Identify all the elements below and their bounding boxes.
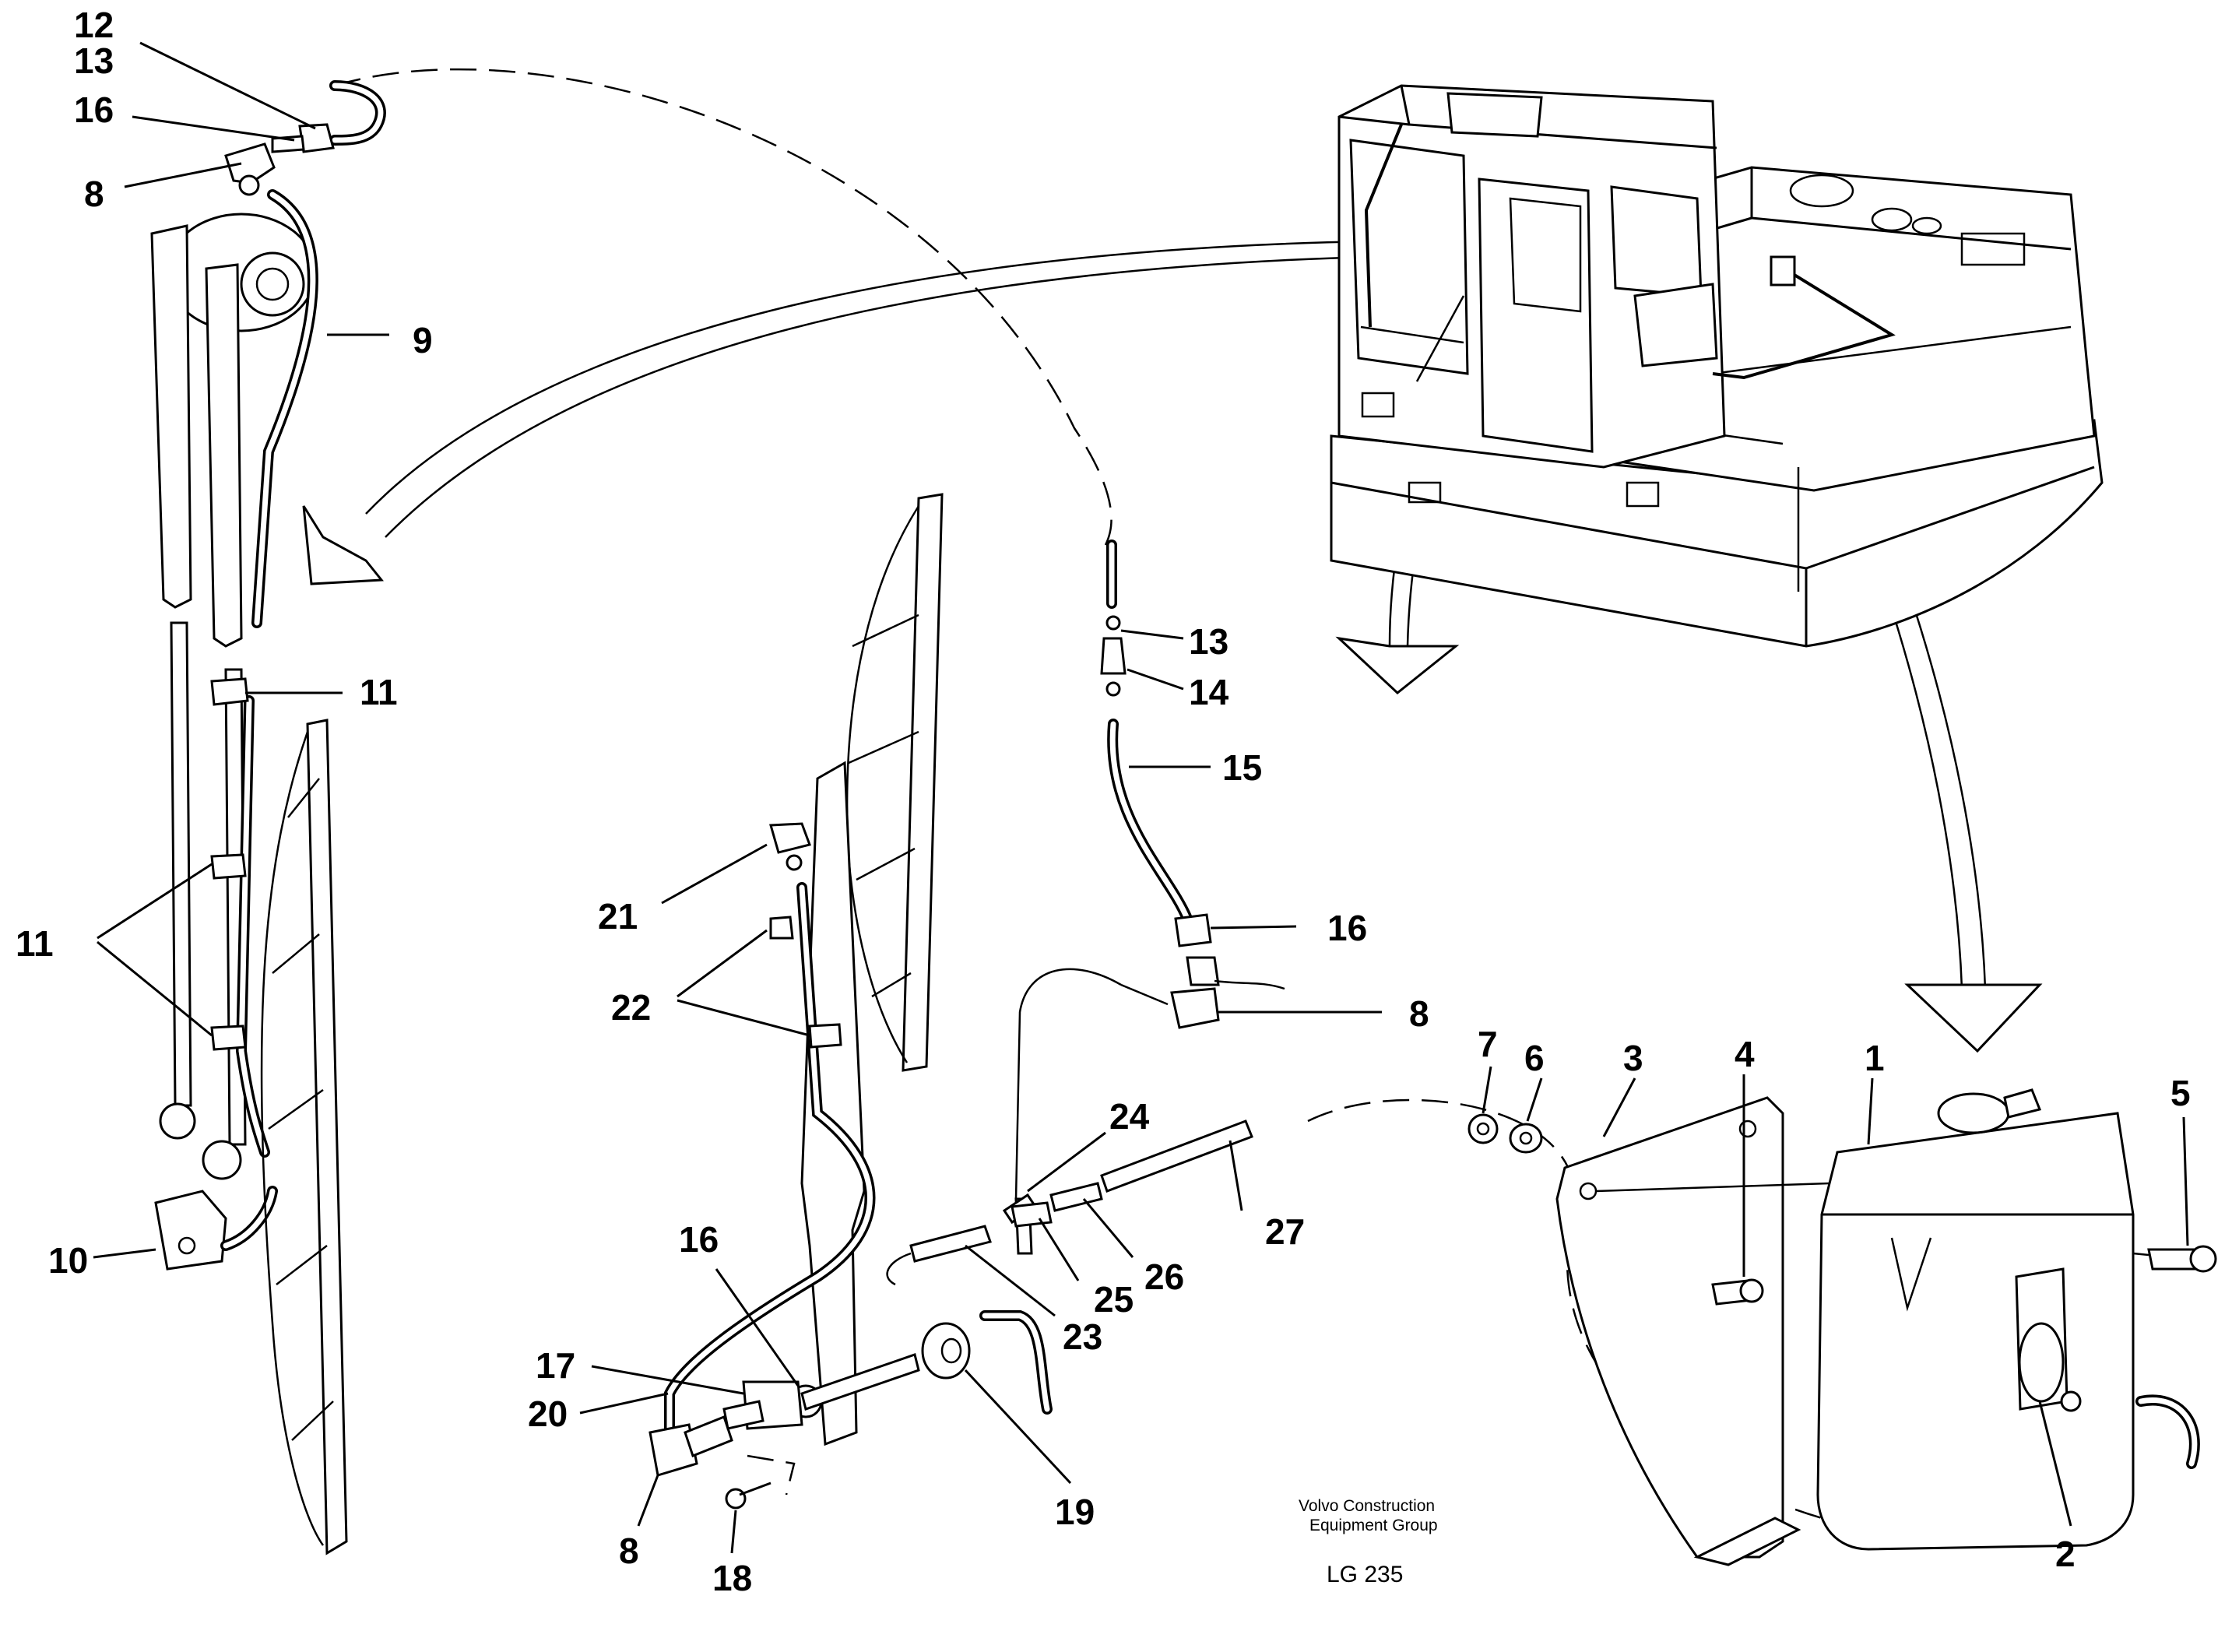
wiper-left-assembly [150,189,348,1555]
label-23: 23 [1063,1316,1102,1357]
hose-tee-group [886,1119,1253,1286]
label-15: 15 [1222,747,1262,788]
label-8-mid: 8 [1409,993,1429,1034]
flow-arc-top [334,68,1112,546]
label-11-upper: 11 [360,672,398,712]
label-1: 1 [1865,1038,1885,1078]
credit-line-2: Equipment Group [1309,1517,1438,1534]
label-24: 24 [1109,1096,1150,1137]
label-17: 17 [536,1345,575,1386]
label-25: 25 [1094,1279,1134,1320]
label-21: 21 [598,896,638,937]
label-19: 19 [1055,1492,1095,1532]
label-12-top: 12 [74,5,114,45]
label-8-low: 8 [619,1531,639,1571]
label-14: 14 [1189,672,1229,712]
label-27: 27 [1265,1211,1305,1252]
label-9: 9 [413,320,433,360]
label-7: 7 [1478,1024,1498,1064]
wiper-center-assembly [649,493,1053,1510]
label-20: 20 [528,1394,568,1434]
label-22: 22 [611,987,651,1028]
flow-arc-bottom [1307,1098,2025,1544]
label-26: 26 [1144,1257,1184,1297]
label-16-mid: 16 [1327,908,1367,948]
figure-code: LG 235 [1327,1562,1403,1587]
excavator-body [1330,84,2104,648]
label-13-mid: 13 [1189,621,1228,662]
label-16-top: 16 [74,90,114,130]
hose-chain-center [1014,540,1285,1200]
label-2: 2 [2055,1534,2076,1574]
label-13-top: 13 [74,40,114,81]
leader-lines [93,41,2189,1554]
tank-assembly [1467,1088,2217,1566]
label-11-left: 11 [16,923,54,964]
label-8-top: 8 [84,174,104,214]
label-18: 18 [712,1558,752,1598]
label-5: 5 [2170,1073,2191,1113]
part-labels: 12 13 16 8 9 11 11 10 13 14 15 16 8 21 2… [16,5,2191,1598]
label-3: 3 [1623,1038,1643,1078]
label-4: 4 [1735,1034,1755,1074]
credit-line-1: Volvo Construction [1299,1497,1435,1515]
arrow-cab-to-wiper [302,240,1371,585]
fittings-top-left [224,80,386,196]
label-10: 10 [48,1240,88,1281]
label-16-low: 16 [679,1219,719,1260]
label-6: 6 [1524,1038,1545,1078]
